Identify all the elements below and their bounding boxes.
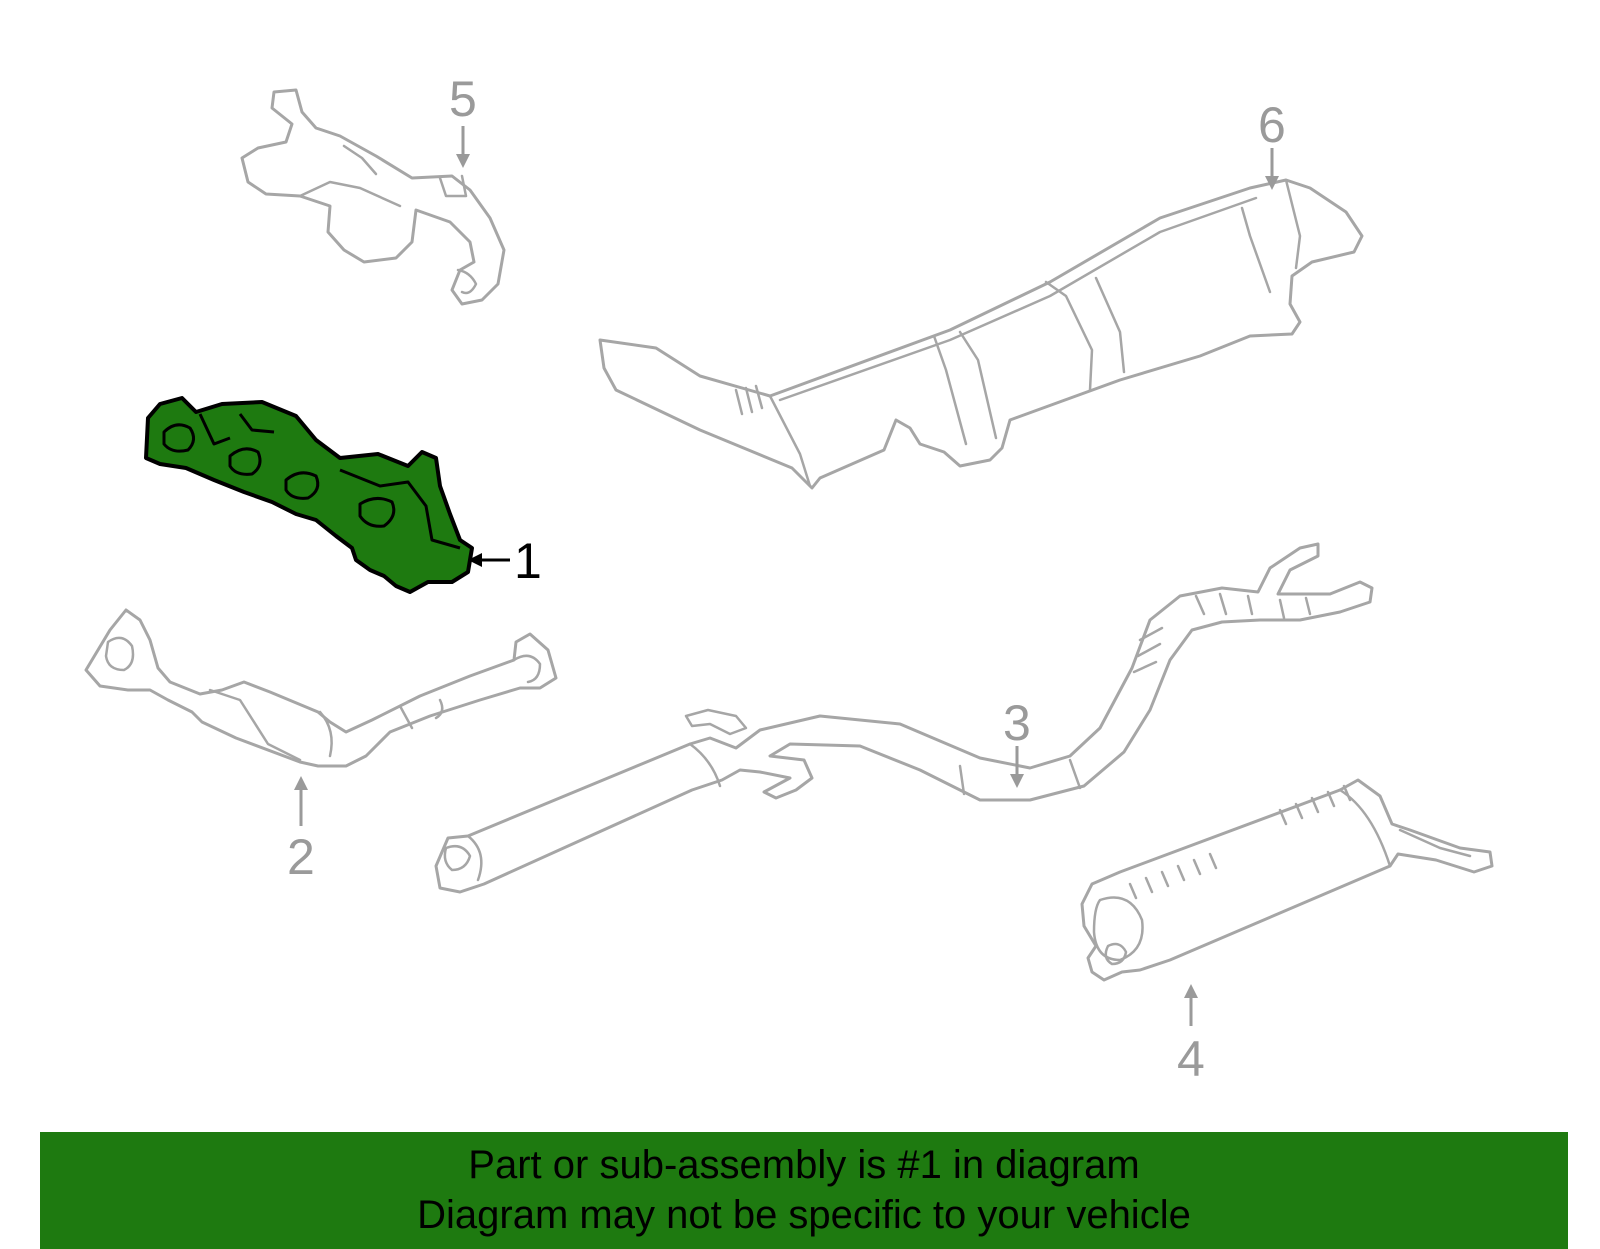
- arrowhead-4: [1184, 984, 1198, 998]
- callout-label-2: 2: [287, 829, 315, 885]
- part-4-muffler[interactable]: [1080, 778, 1494, 982]
- arrowhead-1: [468, 553, 482, 567]
- callout-1[interactable]: 1: [468, 533, 542, 589]
- arrowhead-2: [294, 776, 308, 790]
- part-6-heat-shield[interactable]: [598, 178, 1364, 490]
- part-2-catalytic-converter[interactable]: [84, 608, 558, 768]
- part-3-intermediate-pipe[interactable]: [434, 542, 1374, 894]
- callout-label-3: 3: [1003, 695, 1031, 751]
- arrowhead-3: [1010, 774, 1024, 788]
- callout-label-6: 6: [1258, 97, 1286, 153]
- callout-3[interactable]: 3: [1003, 695, 1031, 788]
- callout-label-1: 1: [514, 533, 542, 589]
- callout-6[interactable]: 6: [1258, 97, 1286, 190]
- part-1-exhaust-manifold[interactable]: [144, 396, 474, 594]
- callout-4[interactable]: 4: [1177, 984, 1205, 1087]
- callout-2[interactable]: 2: [287, 776, 315, 885]
- callout-5[interactable]: 5: [449, 71, 477, 168]
- part-5-heat-shield[interactable]: [240, 88, 506, 306]
- arrowhead-6: [1265, 176, 1279, 190]
- banner-line-part-number: Part or sub-assembly is #1 in diagram: [468, 1143, 1140, 1187]
- callout-label-5: 5: [449, 71, 477, 127]
- banner-line-disclaimer: Diagram may not be specific to your vehi…: [417, 1193, 1191, 1237]
- callout-label-4: 4: [1177, 1031, 1205, 1087]
- arrowhead-5: [456, 154, 470, 168]
- info-banner: Part or sub-assembly is #1 in diagram Di…: [40, 1132, 1568, 1249]
